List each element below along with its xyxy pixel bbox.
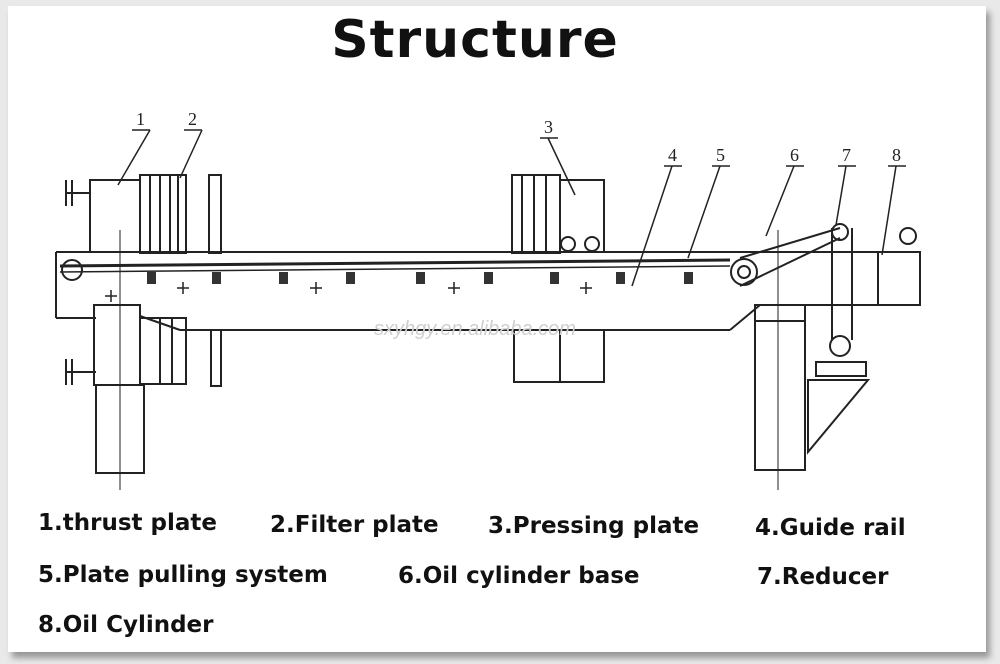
filter-plates (139, 174, 222, 387)
pressing-plate (511, 174, 605, 383)
legend-item-1: 1.thrust plate (38, 510, 217, 536)
leader-lines (117, 129, 906, 287)
thrust-plate (65, 179, 145, 490)
plate-pulling-system (61, 227, 841, 287)
cross-marks (105, 282, 592, 302)
legend-item-8: 8.Oil Cylinder (38, 612, 214, 638)
oil-cylinder-base (754, 230, 871, 490)
watermark: sxyhgy.en.alibaba.com (374, 318, 576, 340)
legend-item-3: 3.Pressing plate (488, 513, 700, 539)
callout-3: 3 (544, 117, 553, 137)
callout-4: 4 (668, 145, 677, 165)
legend-item-4: 4.Guide rail (755, 515, 906, 541)
callout-8: 8 (892, 145, 901, 165)
callout-2: 2 (188, 109, 197, 129)
callout-1: 1 (136, 109, 145, 129)
legend-item-6: 6.Oil cylinder base (398, 563, 640, 589)
oil-cylinder (877, 227, 921, 306)
callout-7: 7 (842, 145, 851, 165)
diagram-title: Structure (331, 10, 619, 70)
legend-item-5: 5.Plate pulling system (38, 562, 328, 588)
callout-numbers: 1 2 3 4 5 6 7 8 (136, 109, 901, 165)
legend-item-2: 2.Filter plate (270, 512, 439, 538)
guide-rail-blocks (147, 272, 693, 284)
callout-6: 6 (790, 145, 799, 165)
reducer (815, 223, 867, 377)
callout-5: 5 (716, 145, 725, 165)
legend-item-7: 7.Reducer (757, 564, 889, 590)
